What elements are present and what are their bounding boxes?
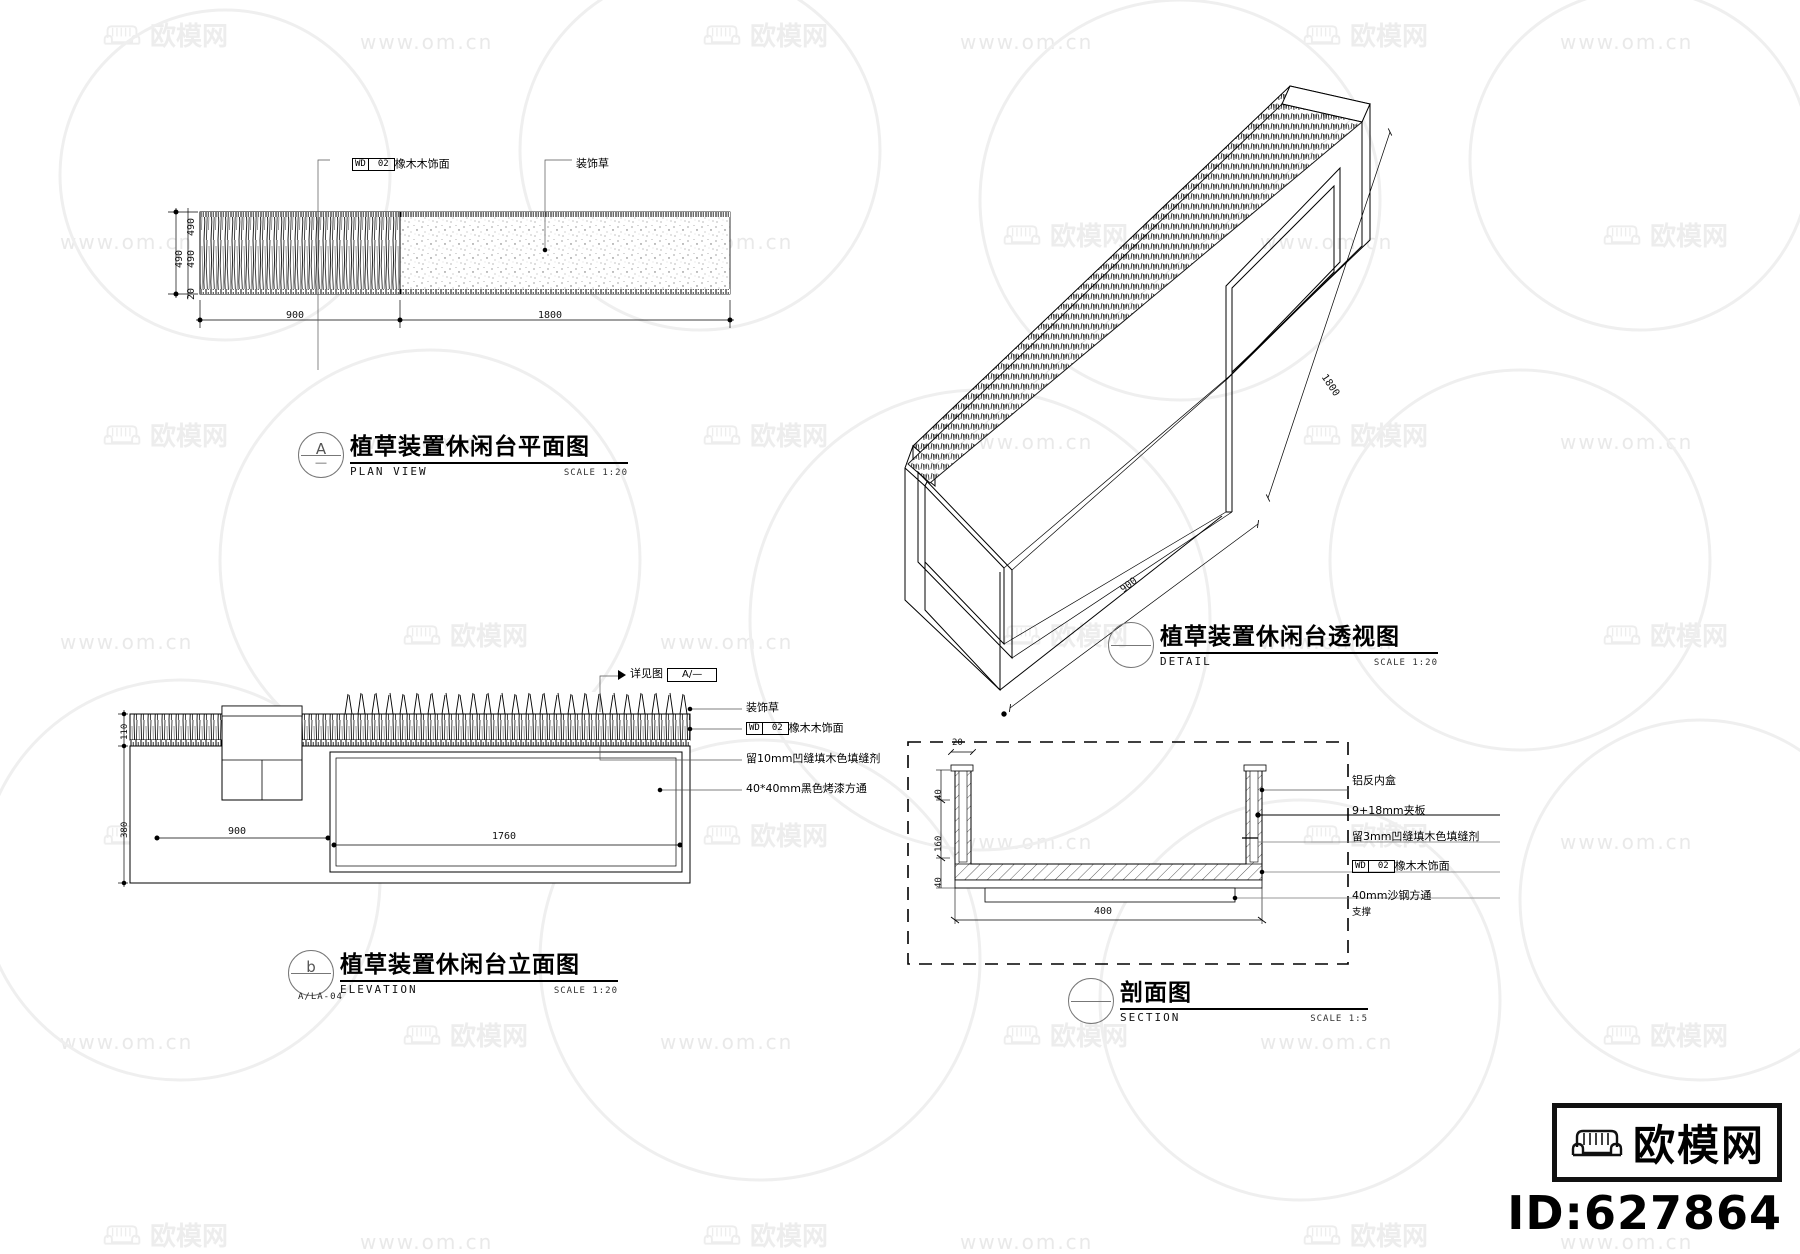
section-view-geometry	[907, 741, 1500, 965]
section-dim-inner-height: 160	[934, 835, 944, 852]
brand-name: 欧模网	[1632, 1121, 1765, 1170]
plan-view-geometry	[168, 159, 734, 370]
elevation-callout-grass: 装饰草	[746, 701, 779, 714]
perspective-view-title-block: 植草装置休闲台透视图 DETAIL SCALE 1:20	[1108, 622, 1438, 668]
section-dim-wall-b: 40	[934, 877, 944, 888]
elevation-view-reference: A/LA-04	[298, 992, 343, 1002]
elevation-view-marker: b	[288, 950, 334, 996]
section-callout-sand-steel-tube: 40mm沙钢方通	[1352, 889, 1432, 902]
title-rule	[340, 980, 618, 982]
section-callout-aluminium-box: 铝反内盒	[1352, 774, 1396, 787]
elevation-callout-steel-tube: 40*40mm黑色烤漆方通	[746, 782, 867, 795]
section-view-scale: SCALE 1:5	[1310, 1014, 1368, 1024]
brand-box: 欧模网	[1551, 1103, 1782, 1182]
plan-callout-decorative-grass: 装饰草	[576, 157, 609, 170]
elevation-dim-body-height: 380	[120, 821, 130, 838]
section-view-title-block: 剖面图 SECTION SCALE 1:5	[1068, 978, 1368, 1024]
elevation-view-scale: SCALE 1:20	[553, 986, 618, 996]
section-view-marker	[1068, 978, 1114, 1024]
perspective-view-title-en: DETAIL	[1160, 655, 1212, 668]
section-dim-top-thickness: 20	[952, 738, 963, 748]
plan-dim-bottom-edge: 20	[186, 287, 197, 300]
perspective-view-title-cn: 植草装置休闲台透视图	[1160, 624, 1400, 650]
plan-dim-overall-height: 490	[174, 249, 185, 268]
plan-view-title-cn: 植草装置休闲台平面图	[350, 434, 590, 460]
perspective-view-marker	[1108, 622, 1154, 668]
section-callout-support: 支撑	[1352, 907, 1372, 918]
plan-view-title-en: PLAN VIEW	[350, 465, 428, 478]
perspective-view-scale: SCALE 1:20	[1373, 658, 1438, 668]
section-view-title-en: SECTION	[1120, 1011, 1181, 1024]
plan-dim-grass-length: 1800	[538, 310, 563, 321]
plan-dim-top-edge: 490	[186, 217, 197, 236]
triangle-pointer-icon	[618, 669, 626, 680]
plan-view-marker: A —	[298, 432, 344, 478]
plan-view-scale: SCALE 1:20	[563, 468, 628, 478]
elevation-dim-right-span: 1760	[492, 831, 517, 842]
title-rule	[1120, 1008, 1368, 1010]
section-dim-wall-a: 40	[934, 789, 944, 800]
elevation-view-title-block: b 植草装置休闲台立面图 ELEVATION SCALE 1:20 A/LA-0…	[288, 950, 618, 1002]
sofa-icon	[1571, 1129, 1623, 1156]
brand-id: ID:627864	[1507, 1186, 1782, 1240]
detail-code-box: A/—	[667, 668, 718, 682]
elevation-detail-tag: 详见图 A/—	[618, 668, 718, 682]
section-dim-overall-width: 400	[1094, 906, 1113, 917]
elevation-view-title-en: ELEVATION	[340, 983, 418, 996]
plan-view-title-block: A — 植草装置休闲台平面图 PLAN VIEW SCALE 1:20	[298, 432, 628, 478]
elevation-view-title-cn: 植草装置休闲台立面图	[340, 952, 580, 978]
section-view-title-cn: 剖面图	[1120, 980, 1192, 1006]
section-callout-recess-groove: 留3mm凹缝填木色填缝剂	[1352, 830, 1480, 843]
plan-dim-overall-height-inner: 490	[186, 249, 197, 268]
title-rule	[1160, 652, 1438, 654]
section-callout-plywood: 9+18mm夹板	[1352, 804, 1426, 817]
plan-dim-wood-length: 900	[286, 310, 305, 321]
title-rule	[350, 462, 628, 464]
elevation-dim-left-span: 900	[228, 826, 247, 837]
elevation-callout-recess-groove: 留10mm凹缝填木色填缝剂	[746, 752, 881, 765]
elevation-dim-grass-height: 110	[120, 723, 130, 740]
brand-stamp: 欧模网 ID:627864	[1507, 1103, 1782, 1240]
elevation-view-geometry	[118, 675, 742, 887]
